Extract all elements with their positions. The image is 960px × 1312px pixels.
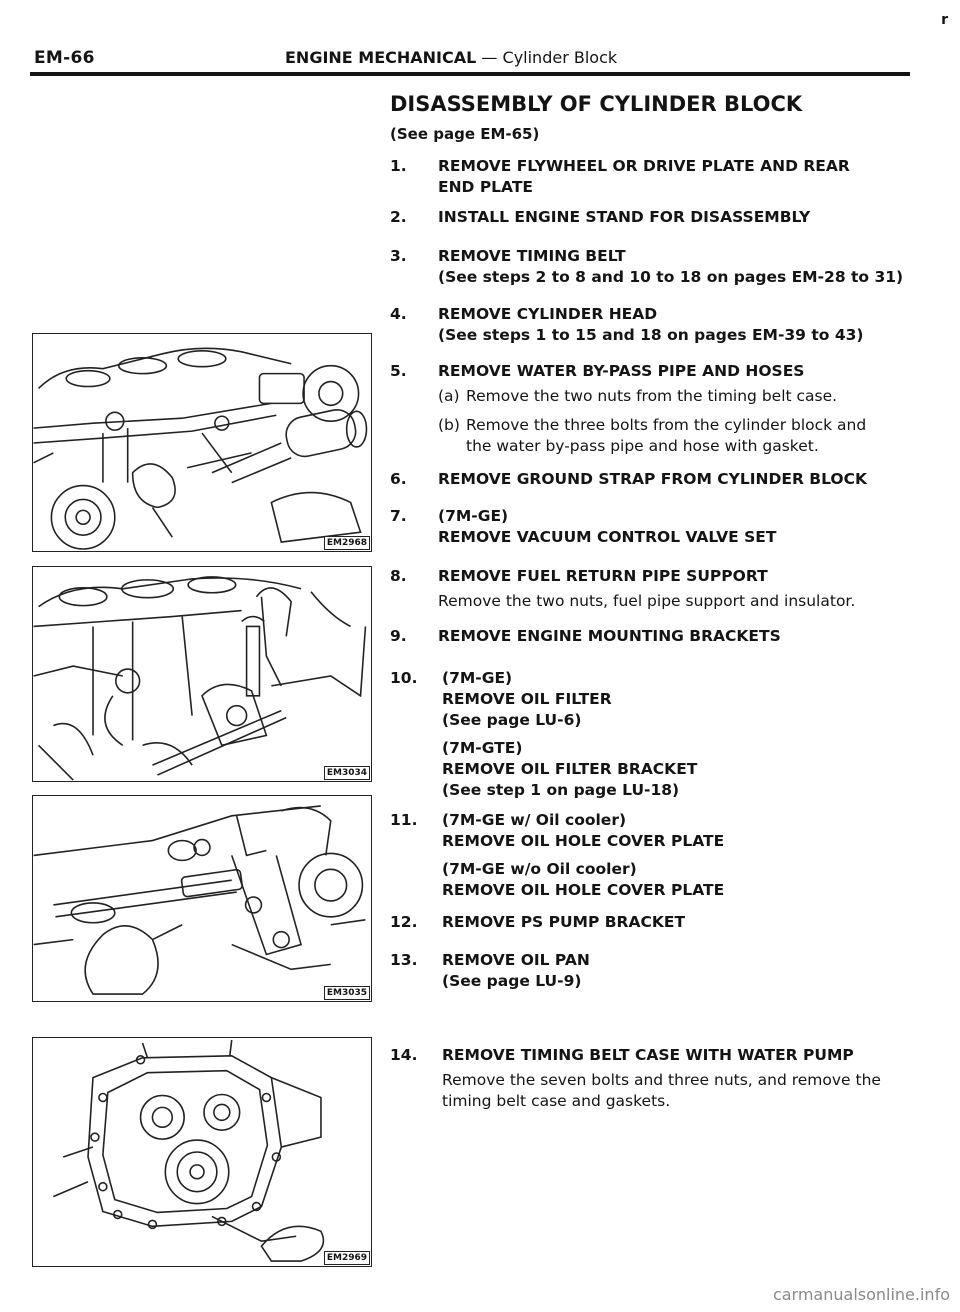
illustration-ps-pump-bracket [33, 805, 366, 995]
step-7: 7. (7M-GE) REMOVE VACUUM CONTROL VALVE S… [390, 506, 915, 548]
header-dash: — [481, 48, 498, 67]
step-condition-alt: (7M-GE w/o Oil cooler) [442, 860, 637, 878]
step-number: 6. [390, 470, 407, 488]
step-condition: (7M-GE w/ Oil cooler) [442, 811, 627, 829]
page-number: EM-66 [34, 48, 95, 68]
watermark: carmanualsonline.info [772, 1285, 950, 1304]
step-number: 7. [390, 507, 407, 525]
substep-label: (b) [438, 416, 460, 434]
step-number: 5. [390, 362, 407, 380]
step-14: 14. REMOVE TIMING BELT CASE WITH WATER P… [390, 1045, 915, 1112]
step-3: 3. REMOVE TIMING BELT (See steps 2 to 8 … [390, 246, 915, 288]
step-heading-alt: REMOVE OIL FILTER BRACKET [442, 760, 698, 778]
substep-a: (a) Remove the two nuts from the timing … [438, 386, 915, 407]
substep-text: Remove the two nuts from the timing belt… [466, 387, 838, 405]
step-instruction: Remove the two nuts, fuel pipe support a… [438, 592, 856, 610]
section-reference: (See page EM-65) [390, 125, 540, 143]
step-heading: REMOVE ENGINE MOUNTING BRACKETS [438, 627, 781, 645]
step-number: 8. [390, 567, 407, 585]
step-number: 13. [390, 951, 418, 969]
step-number: 10. [390, 669, 418, 687]
step-condition: (7M-GE) [442, 669, 513, 687]
substep-text-cont: the water by-pass pipe and hose with gas… [466, 437, 819, 455]
step-heading: REMOVE GROUND STRAP FROM CYLINDER BLOCK [438, 470, 867, 488]
step-condition-alt: (7M-GTE) [442, 739, 523, 757]
step-heading: REMOVE FUEL RETURN PIPE SUPPORT [438, 567, 768, 585]
step-number: 3. [390, 247, 407, 265]
illustration-bypass-pipe [33, 347, 368, 550]
step-condition: (7M-GE) [438, 507, 509, 525]
substep-label: (a) [438, 387, 460, 405]
substep-text: Remove the three bolts from the cylinder… [466, 416, 867, 434]
step-heading: INSTALL ENGINE STAND FOR DISASSEMBLY [438, 208, 811, 226]
step-heading: REMOVE PS PUMP BRACKET [442, 913, 686, 931]
step-6: 6. REMOVE GROUND STRAP FROM CYLINDER BLO… [390, 469, 915, 490]
step-12: 12. REMOVE PS PUMP BRACKET [390, 912, 915, 933]
figure-ps-pump-bracket: EM3035 [32, 795, 372, 1002]
figure-timing-belt-case: EM2969 [32, 1037, 372, 1267]
illustration-oil-filter [33, 576, 367, 781]
step-heading: REMOVE VACUUM CONTROL VALVE SET [438, 528, 777, 546]
figure-bypass-pipe: EM2968 [32, 333, 372, 552]
step-instruction-cont: timing belt case and gaskets. [442, 1092, 671, 1110]
step-heading: REMOVE OIL HOLE COVER PLATE [442, 832, 725, 850]
figure-code: EM2969 [323, 1251, 370, 1265]
step-number: 2. [390, 208, 407, 226]
section-title: DISASSEMBLY OF CYLINDER BLOCK [390, 92, 803, 116]
header-rule [30, 72, 910, 76]
subsection-name: Cylinder Block [502, 48, 618, 67]
figure-oil-filter: EM3034 [32, 566, 372, 782]
step-13: 13. REMOVE OIL PAN (See page LU-9) [390, 950, 915, 992]
step-heading-alt: REMOVE OIL HOLE COVER PLATE [442, 881, 725, 899]
step-heading: REMOVE OIL PAN [442, 951, 590, 969]
step-instruction: Remove the seven bolts and three nuts, a… [442, 1071, 881, 1089]
step-9: 9. REMOVE ENGINE MOUNTING BRACKETS [390, 626, 915, 647]
corner-mark: r [941, 12, 948, 28]
step-2: 2. INSTALL ENGINE STAND FOR DISASSEMBLY [390, 207, 915, 228]
step-reference: (See page LU-9) [442, 972, 582, 990]
step-5: 5. REMOVE WATER BY-PASS PIPE AND HOSES (… [390, 361, 915, 457]
step-reference: (See steps 1 to 15 and 18 on pages EM-39… [438, 326, 864, 344]
figure-code: EM3035 [323, 986, 370, 1000]
step-number: 9. [390, 627, 407, 645]
step-heading: REMOVE CYLINDER HEAD [438, 305, 658, 323]
step-10: 10. (7M-GE) REMOVE OIL FILTER (See page … [390, 668, 915, 801]
step-8: 8. REMOVE FUEL RETURN PIPE SUPPORT Remov… [390, 566, 915, 612]
step-heading: REMOVE FLYWHEEL OR DRIVE PLATE AND REAR [438, 157, 850, 175]
page-header-title: ENGINE MECHANICAL — Cylinder Block [285, 48, 617, 67]
step-11: 11. (7M-GE w/ Oil cooler) REMOVE OIL HOL… [390, 810, 915, 901]
illustration-timing-belt-case [52, 1039, 325, 1262]
step-number: 11. [390, 811, 418, 829]
step-number: 1. [390, 157, 407, 175]
step-heading: REMOVE WATER BY-PASS PIPE AND HOSES [438, 362, 805, 380]
step-heading-cont: END PLATE [438, 178, 534, 196]
step-4: 4. REMOVE CYLINDER HEAD (See steps 1 to … [390, 304, 915, 346]
step-number: 12. [390, 913, 418, 931]
step-number: 4. [390, 305, 407, 323]
step-heading: REMOVE TIMING BELT [438, 247, 626, 265]
step-number: 14. [390, 1046, 418, 1064]
step-reference: (See page LU-6) [442, 711, 582, 729]
section-name: ENGINE MECHANICAL [285, 48, 477, 67]
figure-code: EM3034 [323, 766, 370, 780]
step-reference: (See steps 2 to 8 and 10 to 18 on pages … [438, 268, 904, 286]
step-heading: REMOVE OIL FILTER [442, 690, 612, 708]
step-heading: REMOVE TIMING BELT CASE WITH WATER PUMP [442, 1046, 854, 1064]
figure-code: EM2968 [323, 536, 370, 550]
step-1: 1. REMOVE FLYWHEEL OR DRIVE PLATE AND RE… [390, 156, 915, 198]
substep-b: (b) Remove the three bolts from the cyli… [438, 415, 915, 457]
step-reference-alt: (See step 1 on page LU-18) [442, 781, 680, 799]
